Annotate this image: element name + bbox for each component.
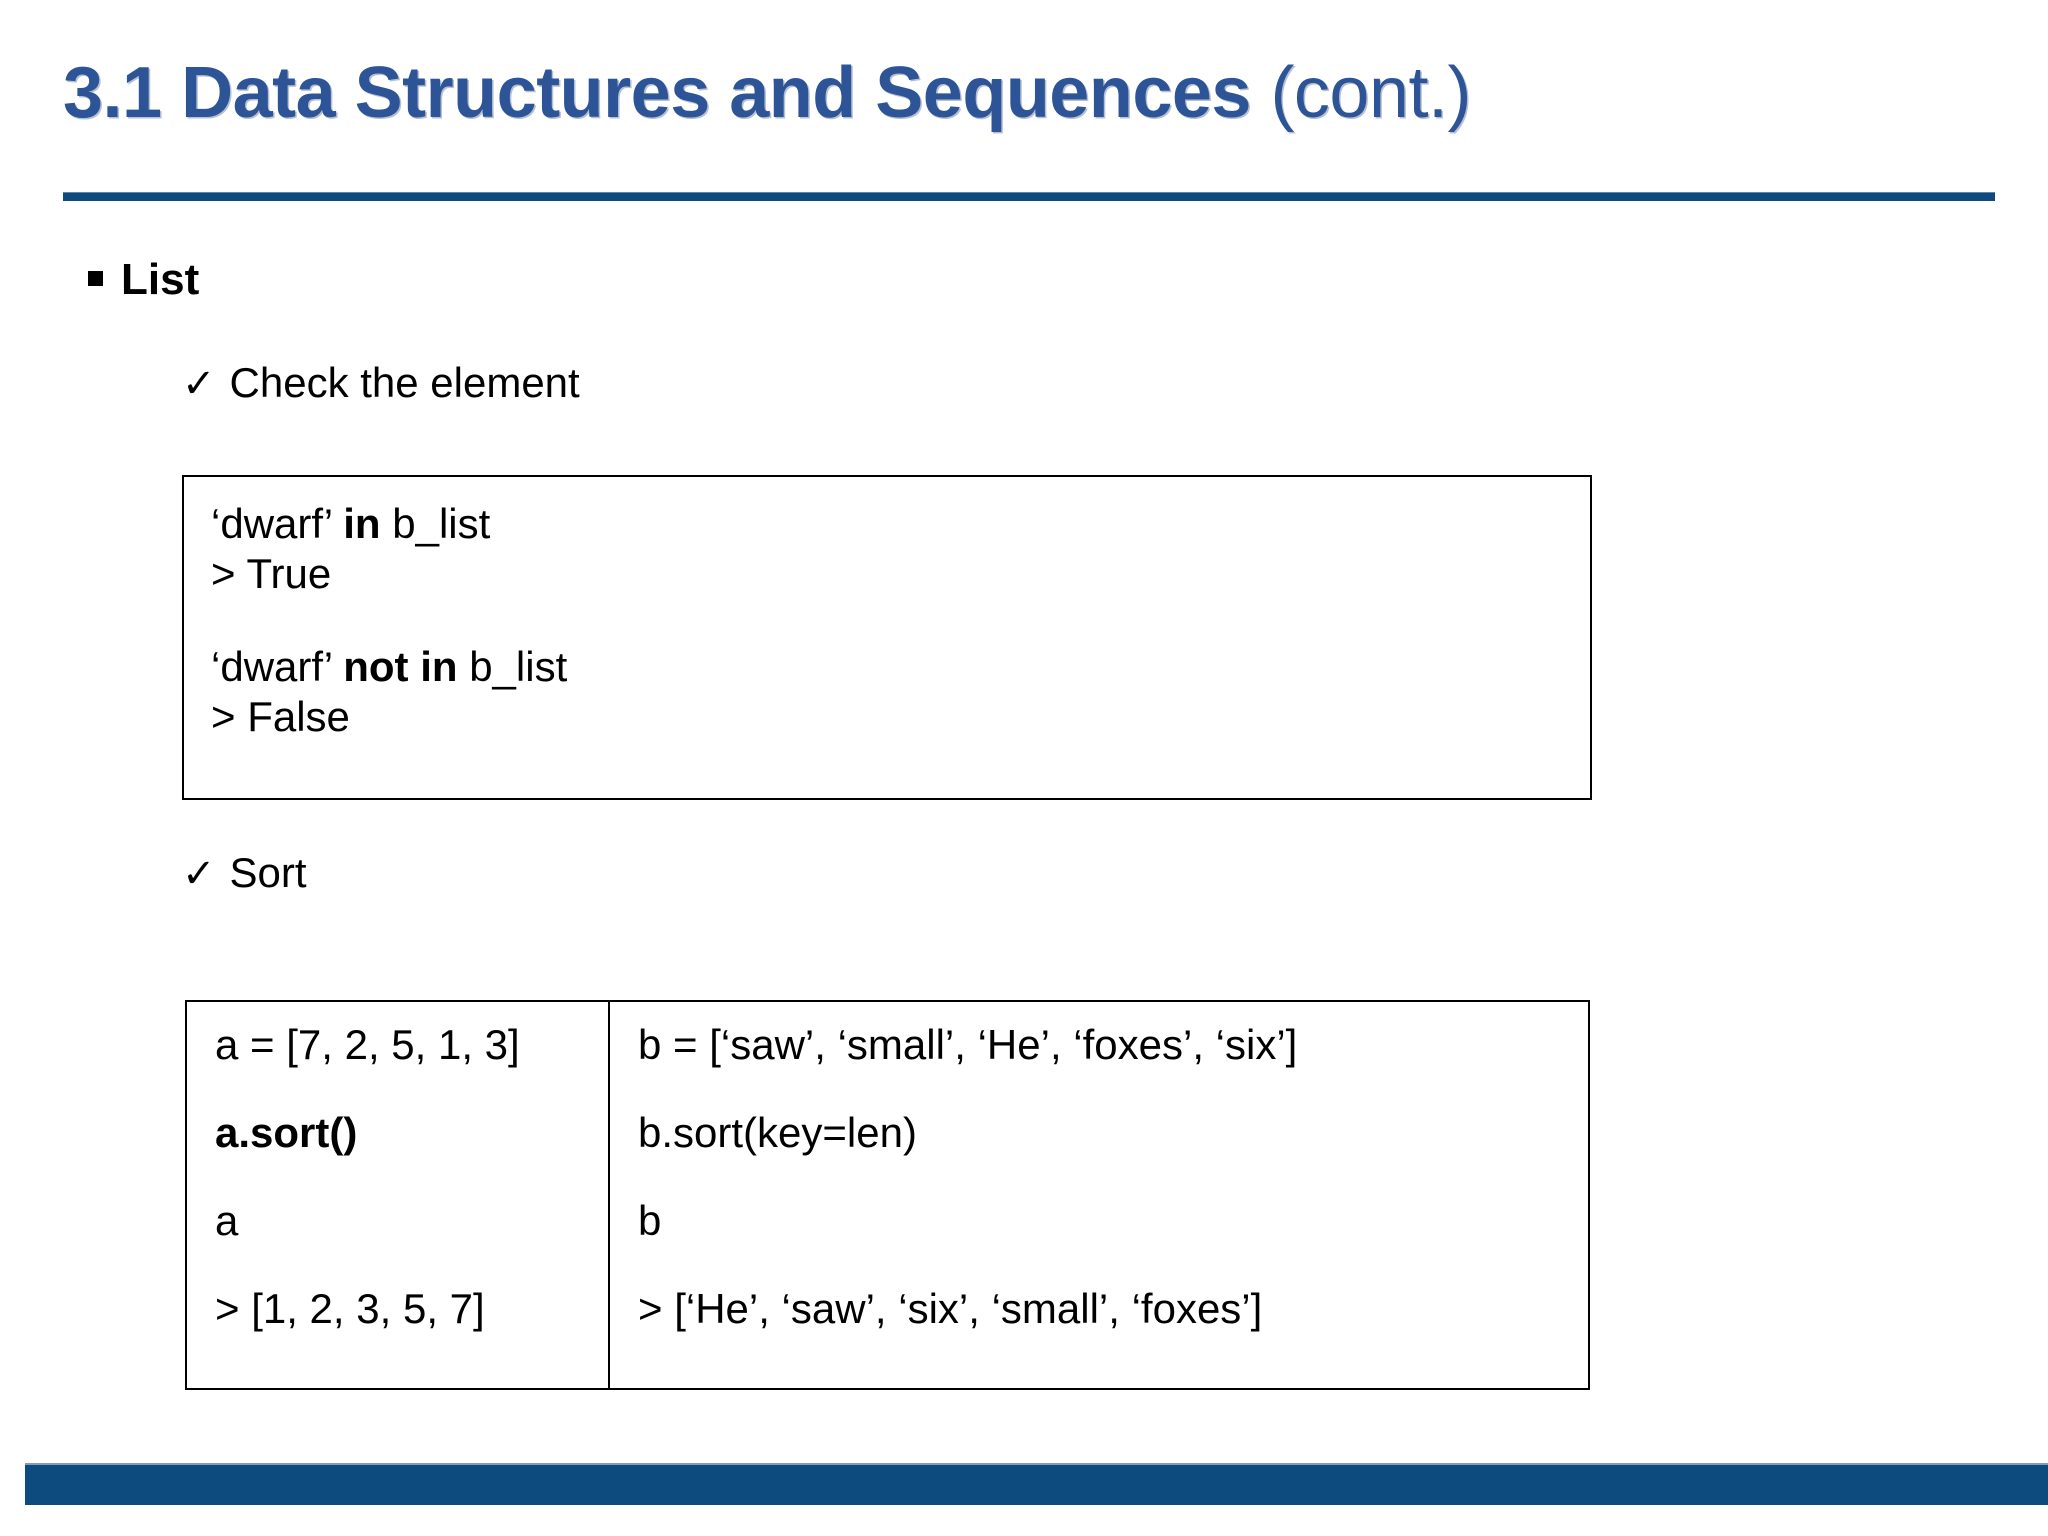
bullet-check-element-label: Check the element: [229, 359, 580, 406]
table-row: > [1, 2, 3, 5, 7]: [215, 1285, 485, 1332]
code-line-blank: [211, 598, 1590, 642]
table-row: b = [‘saw’, ‘small’, ‘He’, ‘foxes’, ‘six…: [638, 1021, 1298, 1068]
table-row: a.sort(): [215, 1109, 358, 1156]
code-line-2: > True: [211, 549, 332, 597]
table-row: b.sort(key=len): [638, 1109, 917, 1156]
table-row: a: [215, 1197, 239, 1244]
code-example-box: ‘dwarf’ in b_list > True ‘dwarf’ not in …: [182, 475, 1592, 800]
code-line-1-pre: ‘dwarf’: [211, 500, 344, 547]
code-line-3: ‘dwarf’ not in b_list: [211, 642, 1590, 692]
code-line-4: > False: [211, 692, 350, 740]
title-divider-rule: [63, 192, 1995, 201]
table-row: b: [638, 1197, 662, 1244]
bullet-sort-label: Sort: [229, 849, 307, 896]
table-row: > [‘He’, ‘saw’, ‘six’, ‘small’, ‘foxes’]: [638, 1285, 1263, 1332]
page-title: 3.1 Data Structures and Sequences (cont.…: [63, 36, 2003, 151]
code-line-1-keyword: in: [343, 500, 381, 547]
bullet-list-label: List: [121, 255, 200, 304]
title-main: 3.1 Data Structures and Sequences: [63, 52, 1251, 133]
code-line-3-post: b_list: [457, 643, 568, 691]
footer-bar: [25, 1463, 2048, 1505]
title-suffix: (cont.): [1250, 52, 1472, 133]
table-column-right: b = [‘saw’, ‘small’, ‘He’, ‘foxes’, ‘six…: [610, 1002, 1588, 1388]
bullet-list-heading: List: [88, 258, 199, 302]
table-row: a = [7, 2, 5, 1, 3]: [215, 1021, 520, 1068]
check-icon: ✓: [182, 852, 216, 896]
code-line-3-keyword: not in: [343, 643, 458, 691]
title-text: 3.1 Data Structures and Sequences (cont.…: [63, 52, 1472, 133]
code-line-1: ‘dwarf’ in b_list: [211, 499, 1590, 549]
code-line-3-pre: ‘dwarf’: [211, 643, 344, 691]
sort-comparison-table: a = [7, 2, 5, 1, 3] a.sort() a > [1, 2, …: [185, 1000, 1590, 1390]
table-column-left: a = [7, 2, 5, 1, 3] a.sort() a > [1, 2, …: [187, 1002, 610, 1388]
check-icon: ✓: [182, 362, 216, 406]
bullet-sort: ✓ Sort: [182, 849, 307, 896]
bullet-check-the-element: ✓ Check the element: [182, 359, 580, 406]
code-line-1-post: b_list: [380, 500, 491, 547]
square-bullet-icon: [88, 271, 103, 286]
